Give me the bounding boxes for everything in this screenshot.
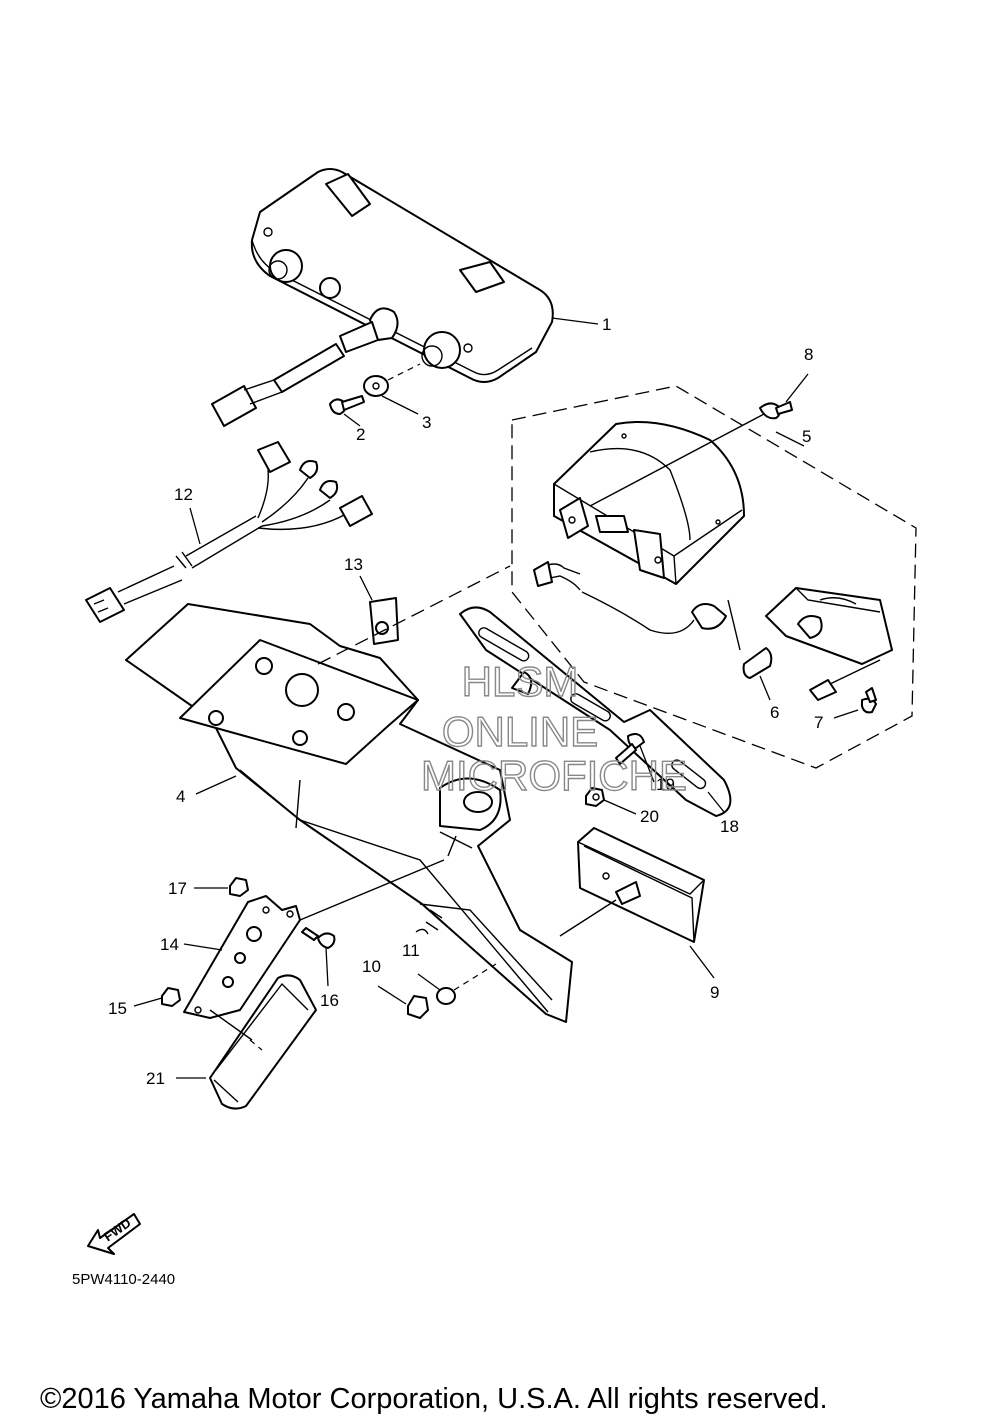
callout-16: 16 bbox=[320, 991, 339, 1010]
callout-13: 13 bbox=[344, 555, 363, 574]
callout-3: 3 bbox=[422, 413, 431, 432]
screw-7 bbox=[861, 687, 877, 714]
callout-18: 18 bbox=[720, 817, 739, 836]
callout-20: 20 bbox=[640, 807, 659, 826]
callout-11: 11 bbox=[402, 941, 420, 960]
nut-17 bbox=[229, 877, 249, 897]
nut-15 bbox=[161, 987, 181, 1007]
callout-4: 4 bbox=[176, 787, 185, 806]
callout-21: 21 bbox=[146, 1069, 165, 1088]
fwd-arrow-icon: FWD bbox=[87, 1213, 141, 1255]
callout-8: 8 bbox=[804, 345, 813, 364]
diagram-code: 5PW4110-2440 bbox=[72, 1271, 175, 1288]
callout-6: 6 bbox=[770, 703, 779, 722]
damper-13 bbox=[369, 597, 399, 645]
tail-light-housing bbox=[211, 168, 554, 427]
bracket-18 bbox=[459, 606, 732, 817]
callout-14: 14 bbox=[160, 935, 179, 954]
callout-numbers: 1 2 3 4 5 6 7 8 9 10 11 12 13 14 15 16 1… bbox=[108, 315, 823, 1088]
watermark: HLSM ONLINE MICROFICHE bbox=[420, 657, 687, 799]
reflector-21 bbox=[209, 974, 317, 1110]
wire-harness-12 bbox=[85, 441, 373, 623]
watermark-line-2: ONLINE bbox=[442, 708, 598, 755]
reflector-9 bbox=[577, 827, 705, 943]
callout-7: 7 bbox=[814, 713, 823, 732]
callout-19: 19 bbox=[656, 775, 675, 794]
callout-9: 9 bbox=[710, 983, 719, 1002]
light-harness-5 bbox=[533, 561, 741, 651]
callout-5: 5 bbox=[802, 427, 811, 446]
screw-2 bbox=[329, 395, 365, 415]
callout-17: 17 bbox=[168, 879, 187, 898]
rear-fender-4 bbox=[125, 603, 573, 1023]
screw-19 bbox=[615, 733, 645, 765]
callout-2: 2 bbox=[356, 425, 365, 444]
screw-8 bbox=[759, 401, 793, 420]
nut-10 bbox=[407, 995, 429, 1019]
callout-10: 10 bbox=[362, 957, 381, 976]
watermark-line-1: HLSM bbox=[462, 658, 579, 705]
copyright-notice: ©2016 Yamaha Motor Corporation, U.S.A. A… bbox=[40, 1383, 828, 1415]
plate-14 bbox=[183, 895, 301, 1019]
callout-15: 15 bbox=[108, 999, 127, 1018]
bulb-6 bbox=[742, 647, 773, 679]
callout-12: 12 bbox=[174, 485, 193, 504]
screw-16 bbox=[301, 927, 336, 949]
light-base-7 bbox=[765, 587, 893, 701]
watermark-line-3: MICROFICHE bbox=[421, 752, 687, 799]
callout-1: 1 bbox=[602, 315, 611, 334]
washer-3 bbox=[363, 375, 389, 397]
license-light-5 bbox=[553, 421, 745, 585]
washer-11 bbox=[436, 987, 456, 1005]
leader-lines bbox=[133, 317, 859, 1079]
assembly-5-outline bbox=[511, 385, 917, 769]
